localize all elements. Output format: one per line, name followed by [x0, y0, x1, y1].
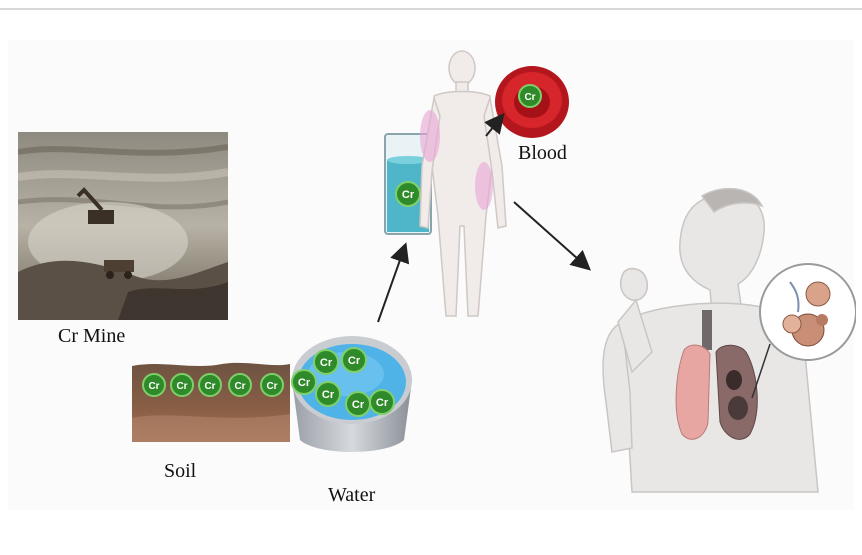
arrow-body-to-blood [486, 116, 502, 136]
arrow-water-to-body [378, 246, 405, 322]
arrow-body-to-lungs [514, 202, 588, 268]
